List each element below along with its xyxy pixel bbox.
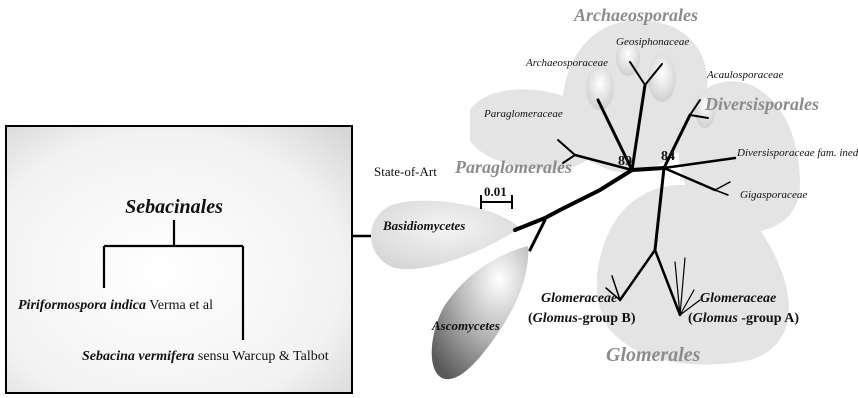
piriformospora-author: Verma et al [146,298,213,313]
ascomycetes-label: Ascomycetes [431,318,500,333]
piriformospora-name: Piriformospora indica [18,298,146,313]
geosiphonaceae-label: Geosiphonaceae [616,36,689,48]
glomeraceae-b-line1: Glomeraceae [541,291,617,306]
inset-tree [102,220,245,340]
sebacina-author: sensu Warcup & Talbot [194,349,328,364]
diversisporaceae-label: Diversisporaceae fam. ined. [736,147,858,159]
glomeraceae-b-line2: (Glomus-group B) [528,311,636,326]
sebacina-label: Sebacina vermifera sensu Warcup & Talbot [82,349,329,364]
archaeosporaceae-label: Archaeosporaceae [525,57,608,69]
bootstrap-84: 84 [661,149,675,164]
glomeraceae-a-line2: (Glomus -group A) [688,311,799,326]
diversisporales-label: Diversisporales [704,94,819,114]
gigasporaceae-label: Gigasporaceae [740,189,807,201]
basidiomycetes-label: Basidiomycetes [382,218,465,233]
archaeosporaceae-oval [586,66,614,110]
paraglomeraceae-label: Paraglomeraceae [483,108,563,120]
scale-bar [480,195,513,209]
scale-label: State-of-Art [374,164,437,179]
sebacina-name: Sebacina vermifera [82,349,194,364]
scale-value: 0.01 [484,184,507,199]
inset-box [5,125,353,394]
piriformospora-label: Piriformospora indica Verma et al [18,298,213,313]
acaulosporaceae-label: Acaulosporaceae [706,69,783,81]
main-tree [513,61,737,317]
glomerales-blob [596,185,789,365]
glomeraceae-a-line1: Glomeraceae [700,291,776,306]
paraglomerales-label: Paraglomerales [454,157,572,177]
sebacinales-inset: Sebacinales Piriformospora indica Verma … [5,125,378,394]
geosiphonaceae-oval-2 [648,54,676,102]
bootstrap-89: 89 [618,154,632,169]
inset-title: Sebacinales [125,196,223,218]
basidiomycetes-blob [370,200,520,270]
ascomycetes-blob [431,246,529,380]
glomerales-label: Glomerales [606,344,701,366]
archaeosporales-label: Archaeosporales [573,5,698,25]
